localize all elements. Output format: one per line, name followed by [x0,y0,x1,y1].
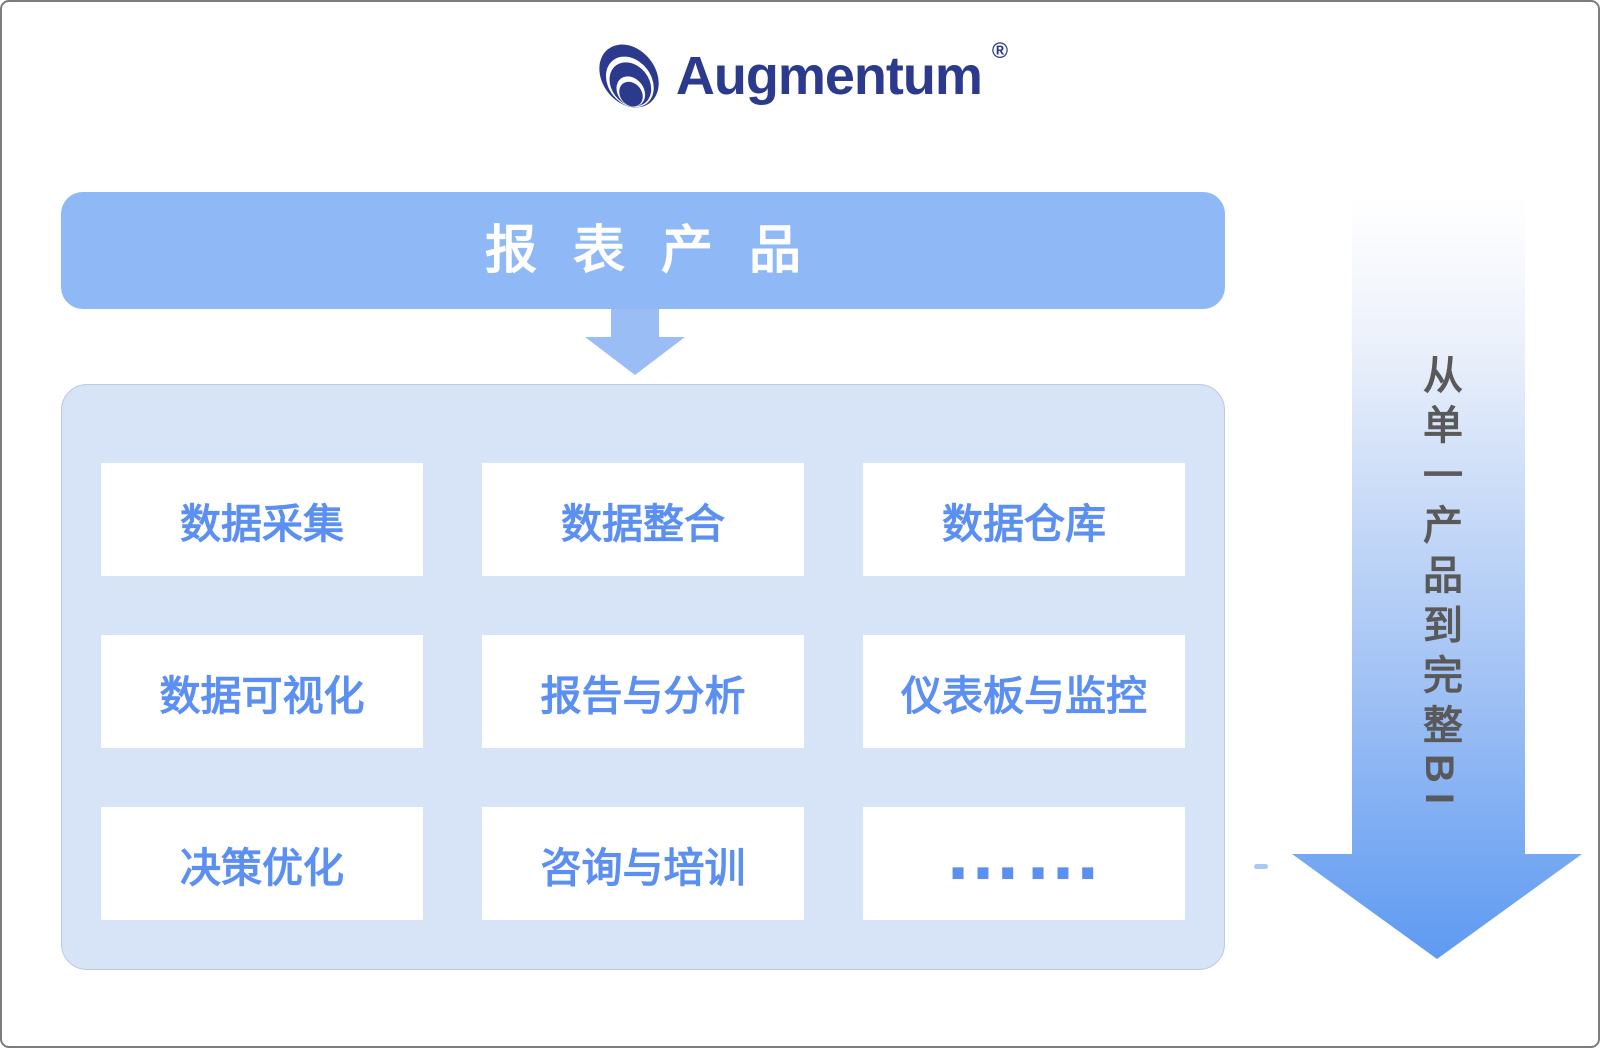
down-arrow-connector-icon [585,309,685,375]
product-cell-reporting-analysis: 报告与分析 [482,635,804,748]
progression-arrow-label: 从单一产品到完整BI [1417,354,1461,814]
product-cell-data-visualization: 数据可视化 [101,635,423,748]
decorative-dash [1254,864,1268,869]
product-cell-data-collection: 数据采集 [101,463,423,576]
product-cell-data-warehouse: 数据仓库 [863,463,1185,576]
title-bar: 报表产品 [61,192,1225,309]
product-cell-label: 咨询与培训 [540,844,746,891]
product-cell-label: 仪表板与监控 [901,672,1147,719]
product-cell-dashboard-monitoring: 仪表板与监控 [863,635,1185,748]
title-bar-label: 报表产品 [484,221,837,280]
product-cell-consulting-training: 咨询与培训 [482,807,804,920]
progression-arrow-icon [1292,198,1582,959]
logo: Augmentum ® [2,36,1598,116]
product-cell-label: 数据可视化 [159,672,365,719]
logo-wordmark: Augmentum [675,46,983,106]
product-cell-label: 报告与分析 [540,672,746,719]
product-cell-label: 决策优化 [180,844,344,891]
product-cell-decision-optimization: 决策优化 [101,807,423,920]
augmentum-logo-icon [599,44,659,108]
products-panel: 数据采集 数据整合 数据仓库 数据可视化 报告与分析 仪表板与监控 决策优化 咨… [61,384,1225,970]
product-cell-data-integration: 数据整合 [482,463,804,576]
registered-trademark-symbol: ® [991,38,1009,63]
product-cell-label: 数据仓库 [942,500,1106,547]
product-cell-label: 数据采集 [180,500,344,547]
product-cell-ellipsis: …… [863,807,1185,920]
product-cell-label: 数据整合 [561,500,725,547]
